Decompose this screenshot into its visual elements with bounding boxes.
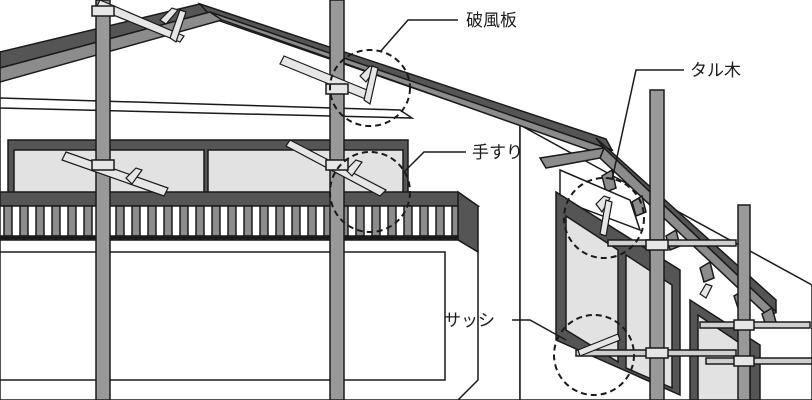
scaffold-pole	[95, 0, 111, 400]
baluster	[387, 205, 397, 237]
balusters	[3, 205, 461, 237]
leader-sash	[512, 319, 567, 341]
baluster	[35, 205, 45, 237]
clamps	[91, 5, 755, 367]
baluster	[179, 205, 189, 237]
label-bargeboard: 破風板	[466, 11, 517, 31]
eave-roof	[538, 137, 778, 327]
baluster	[3, 205, 13, 237]
scaffold-pole	[737, 204, 751, 400]
scaffold-pole	[329, 0, 345, 400]
callout-circle-sash	[553, 314, 635, 396]
handrail-bar	[0, 191, 481, 207]
callout-leaders	[379, 19, 684, 341]
label-handrail: 手すり	[472, 143, 523, 163]
baluster	[259, 205, 269, 237]
baluster	[115, 205, 125, 237]
baluster	[147, 205, 157, 237]
baluster	[435, 205, 445, 237]
scaffold-poles	[95, 0, 751, 400]
baluster	[195, 205, 205, 237]
baluster	[131, 205, 141, 237]
leader-handrail	[403, 151, 466, 173]
baluster	[403, 205, 413, 237]
baluster	[291, 205, 301, 237]
baluster	[419, 205, 429, 237]
baluster	[83, 205, 93, 237]
callout-circles	[329, 49, 645, 396]
baluster	[51, 205, 61, 237]
wall-ties	[61, 0, 713, 357]
callout-circle-rafter	[563, 177, 645, 259]
baluster	[307, 205, 317, 237]
leader-bargeboard	[379, 19, 458, 53]
baluster	[163, 205, 173, 237]
baluster	[19, 205, 29, 237]
baluster	[227, 205, 237, 237]
callout-circle-handrail	[329, 151, 411, 233]
callout-circle-bargeboard	[329, 49, 411, 127]
baluster	[275, 205, 285, 237]
leader-rafter	[611, 69, 684, 181]
label-rafter: タル木	[690, 61, 741, 81]
baluster	[211, 205, 221, 237]
baluster	[243, 205, 253, 237]
baluster	[67, 205, 77, 237]
label-sash: サッシ	[444, 311, 495, 331]
